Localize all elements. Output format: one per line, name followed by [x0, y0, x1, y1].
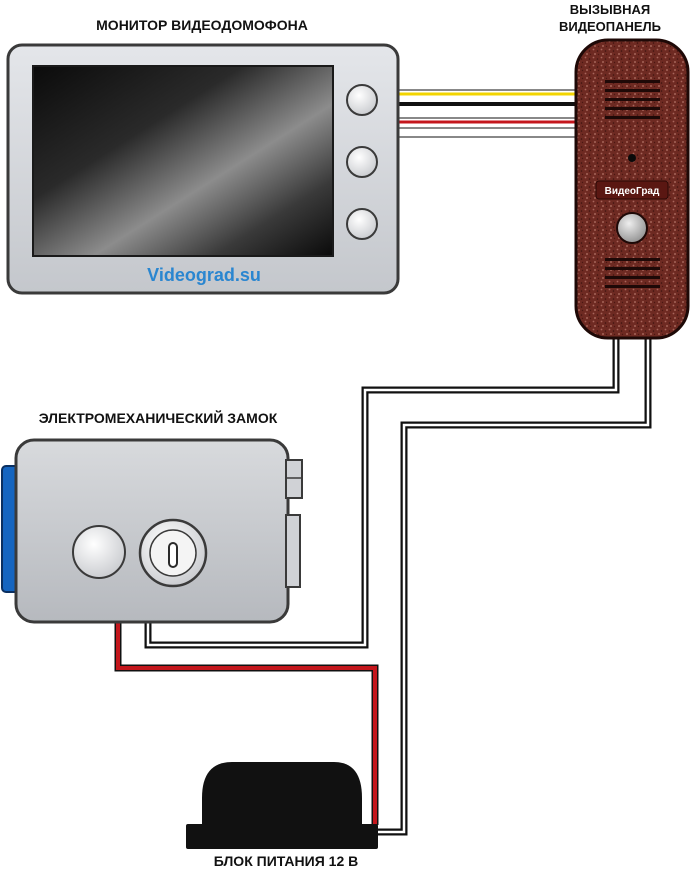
- lock-button[interactable]: [72, 525, 126, 579]
- intercom-monitor: Videograd.su: [6, 43, 400, 295]
- lock-bolt-bottom: [285, 514, 301, 588]
- monitor-button-2[interactable]: [346, 146, 378, 178]
- panel-logo-plate: [595, 180, 669, 200]
- lock-psu-wire: [114, 622, 379, 825]
- lock-title: ЭЛЕКТРОМЕХАНИЧЕСКИЙ ЗАМОК: [39, 409, 278, 426]
- panel-camera-icon: [628, 154, 636, 162]
- panel-call-button[interactable]: [616, 212, 648, 244]
- panel-top-grille: [605, 80, 660, 119]
- call-panel: ВидеоГрад: [574, 38, 690, 340]
- power-supply: [186, 762, 378, 849]
- panel-logo: ВидеоГрад: [605, 186, 660, 197]
- keyhole-icon: [168, 542, 178, 568]
- monitor-brand: Videograd.su: [147, 265, 261, 285]
- lock-bolt-top: [285, 459, 303, 499]
- monitor-panel-wires: [398, 89, 590, 138]
- monitor-title: МОНИТОР ВИДЕОДОМОФОНА: [96, 17, 308, 33]
- panel-bottom-grille: [605, 258, 660, 288]
- electromechanical-lock: [1, 438, 303, 624]
- monitor-button-1[interactable]: [346, 84, 378, 116]
- panel-lock-wires: [144, 330, 652, 836]
- panel-title-line1: ВЫЗЫВНАЯ: [570, 2, 651, 17]
- panel-title-line2: ВИДЕОПАНЕЛЬ: [559, 19, 661, 34]
- psu-title: БЛОК ПИТАНИЯ 12 В: [214, 853, 358, 869]
- monitor-screen: [32, 65, 334, 257]
- monitor-button-3[interactable]: [346, 208, 378, 240]
